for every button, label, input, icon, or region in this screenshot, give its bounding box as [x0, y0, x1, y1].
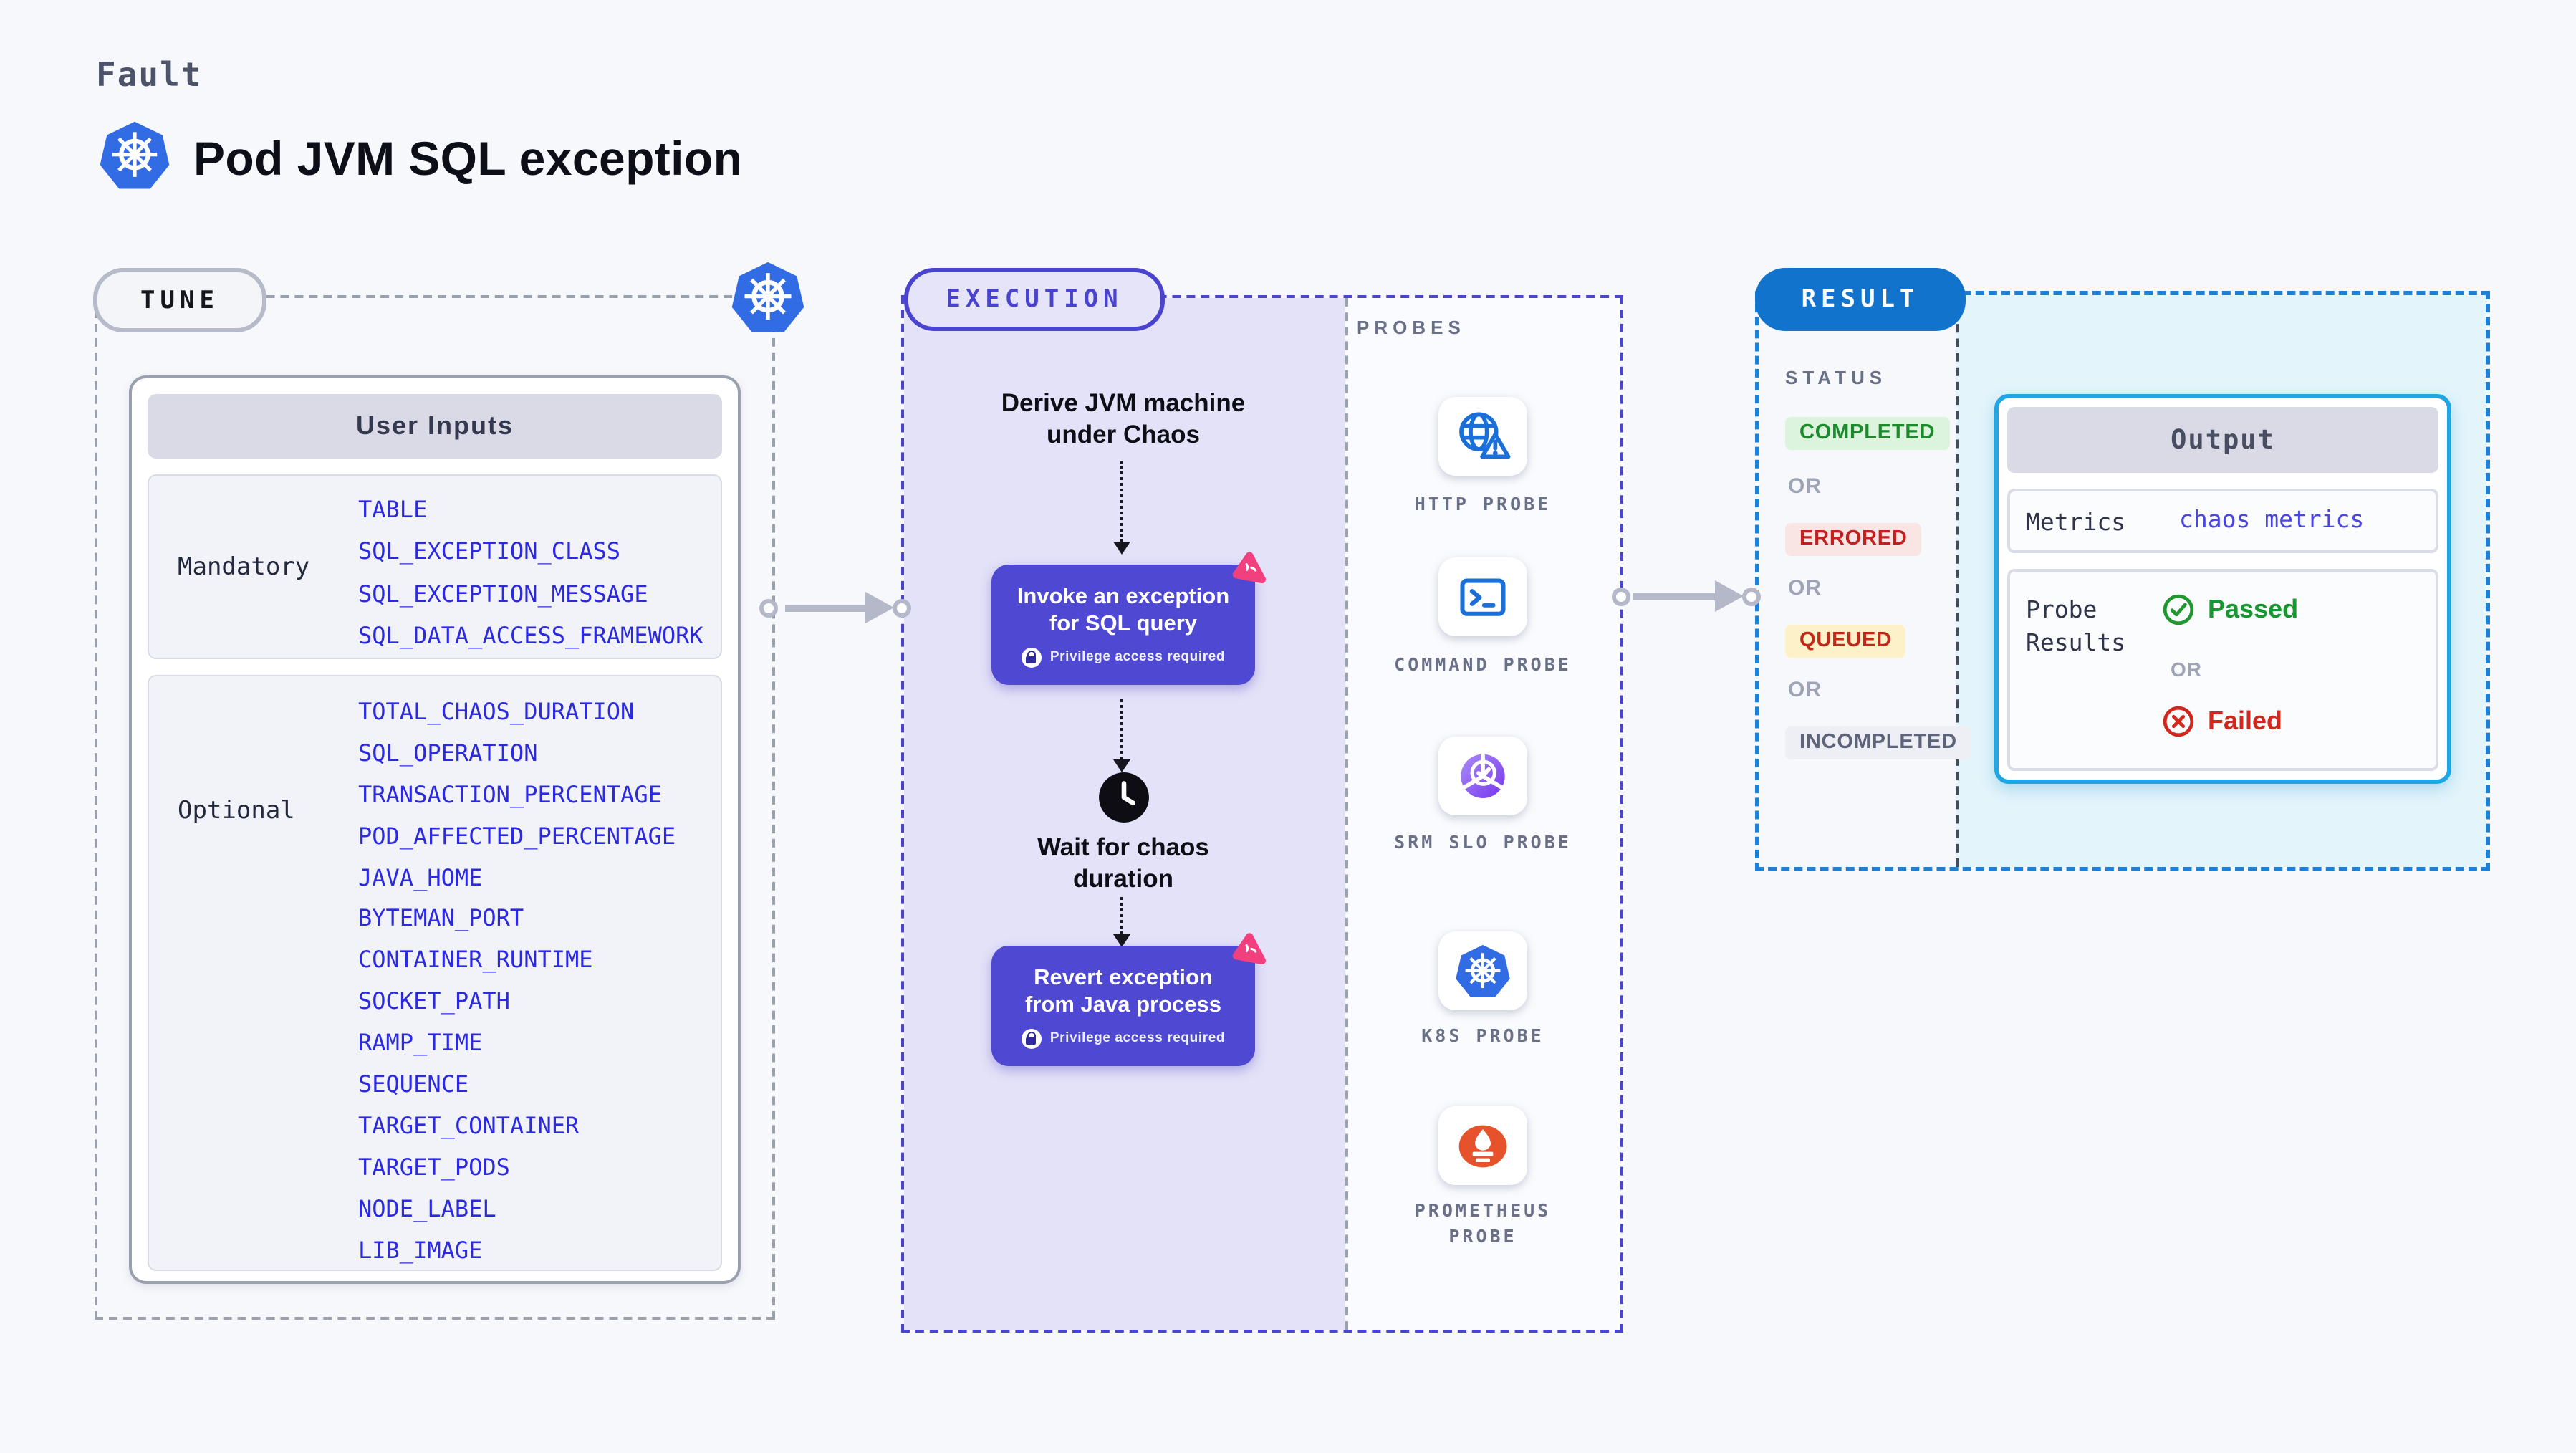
srm-slo-probe-card: [1438, 737, 1527, 815]
chaos-badge-icon: [1232, 552, 1266, 584]
probe-result-failed: Failed: [2162, 705, 2282, 738]
or-separator: OR: [1788, 576, 1822, 600]
mandatory-row: Mandatory TABLE SQL_EXCEPTION_CLASS SQL_…: [148, 474, 722, 659]
privilege-note: Privilege access required: [1021, 647, 1225, 667]
execution-pill: EXECUTION: [904, 268, 1165, 331]
http-probe-label: HTTP PROBE: [1414, 493, 1552, 514]
flow-arrow: [1112, 699, 1130, 772]
arrow-head: [865, 592, 894, 623]
param-link: SQL_EXCEPTION_CLASS: [358, 537, 621, 565]
param-link: SOCKET_PATH: [358, 987, 510, 1015]
kubernetes-icon: [1454, 943, 1512, 999]
param-link: LIB_IMAGE: [358, 1236, 483, 1264]
x-circle-icon: [2163, 706, 2194, 737]
or-separator: OR: [2171, 658, 2202, 681]
k8s-probe-label: K8S PROBE: [1421, 1025, 1544, 1046]
prometheus-probe-label: PROMETHEUS PROBE: [1414, 1199, 1552, 1246]
param-link: NODE_LABEL: [358, 1194, 496, 1222]
status-badge-completed: COMPLETED: [1785, 417, 1950, 450]
lock-icon: [1021, 647, 1042, 667]
tune-pill-label: TUNE: [140, 286, 219, 315]
param-link: SQL_EXCEPTION_MESSAGE: [358, 580, 648, 608]
srm-slo-probe-label: SRM SLO PROBE: [1394, 831, 1572, 853]
execution-pill-label: EXECUTION: [946, 285, 1123, 314]
status-label: STATUS: [1785, 367, 1888, 388]
result-pill: RESULT: [1755, 268, 1966, 331]
check-circle-icon: [2163, 594, 2194, 625]
command-probe-label: COMMAND PROBE: [1394, 653, 1572, 675]
kubernetes-icon: [729, 259, 807, 334]
command-probe-card: [1438, 557, 1527, 636]
privilege-note: Privilege access required: [1021, 1028, 1225, 1048]
page-title: Pod JVM SQL exception: [193, 132, 743, 185]
terminal-icon: [1460, 577, 1506, 615]
param-link: BYTEMAN_PORT: [358, 904, 524, 932]
user-inputs-header: User Inputs: [148, 394, 722, 459]
revert-exception-step: Revert exception from Java process Privi…: [991, 933, 1266, 1066]
metrics-row: Metrics chaos metrics: [2007, 489, 2438, 553]
output-card: Output Metrics chaos metrics Probe Resul…: [1994, 394, 2451, 784]
mandatory-params: TABLE SQL_EXCEPTION_CLASS SQL_EXCEPTION_…: [358, 489, 703, 656]
metrics-value-link: chaos metrics: [2179, 506, 2365, 533]
mandatory-label: Mandatory: [178, 553, 310, 582]
probe-results-row: Probe Results Passed OR Failed: [2007, 569, 2438, 771]
connector-node: [1742, 588, 1761, 606]
derive-step-label: Derive JVM machine under Chaos: [1001, 388, 1246, 448]
probe-result-passed: Passed: [2162, 593, 2298, 626]
tune-section: [95, 295, 775, 1320]
revert-step-title: Revert exception from Java process: [1025, 965, 1221, 1017]
param-link: RAMP_TIME: [358, 1029, 483, 1057]
flow-arrow: [1112, 461, 1130, 555]
kubernetes-icon: [97, 119, 172, 191]
param-link: POD_AFFECTED_PERCENTAGE: [358, 822, 676, 850]
execution-to-result-arrow: [1633, 593, 1722, 600]
prometheus-icon: [1458, 1124, 1507, 1167]
status-badge-queued: QUEUED: [1785, 625, 1906, 658]
optional-label: Optional: [178, 797, 295, 825]
param-link: TARGET_CONTAINER: [358, 1111, 580, 1139]
or-separator: OR: [1788, 474, 1822, 499]
connector-node: [1612, 588, 1630, 606]
param-link: TABLE: [358, 496, 428, 523]
status-badge-errored: ERRORED: [1785, 523, 1922, 556]
flow-arrow: [1112, 897, 1130, 947]
status-badge-incompleted: INCOMPLETED: [1785, 726, 1971, 759]
prometheus-probe-card: [1438, 1106, 1527, 1185]
optional-params: TOTAL_CHAOS_DURATION SQL_OPERATION TRANS…: [358, 692, 676, 1272]
wait-step-label: Wait for chaos duration: [1037, 833, 1209, 892]
globe-alert-icon: [1459, 411, 1511, 459]
k8s-probe-card: [1438, 931, 1527, 1010]
user-inputs-card: User Inputs Mandatory TABLE SQL_EXCEPTIO…: [129, 375, 741, 1284]
connector-node: [759, 599, 778, 618]
param-link: SEQUENCE: [358, 1070, 469, 1098]
param-link: SQL_DATA_ACCESS_FRAMEWORK: [358, 621, 703, 649]
lock-icon: [1021, 1028, 1042, 1048]
result-pill-label: RESULT: [1801, 285, 1920, 314]
slo-pie-icon: [1461, 753, 1505, 797]
metrics-label: Metrics: [2026, 509, 2126, 536]
arrow-head: [1715, 580, 1744, 612]
param-link: TOTAL_CHAOS_DURATION: [358, 698, 635, 725]
output-header: Output: [2007, 407, 2438, 473]
probe-results-label: Probe Results: [2026, 596, 2126, 656]
param-link: TRANSACTION_PERCENTAGE: [358, 780, 662, 808]
invoke-exception-step: Invoke an exception for SQL query Privil…: [991, 552, 1266, 685]
tune-to-execution-arrow: [785, 605, 874, 612]
param-link: CONTAINER_RUNTIME: [358, 946, 593, 974]
invoke-step-title: Invoke an exception for SQL query: [1017, 584, 1230, 636]
param-link: JAVA_HOME: [358, 863, 483, 891]
fault-eyebrow: Fault: [96, 57, 203, 95]
tune-pill: TUNE: [93, 268, 266, 332]
optional-row: Optional TOTAL_CHAOS_DURATION SQL_OPERAT…: [148, 675, 722, 1271]
param-link: TARGET_PODS: [358, 1153, 510, 1181]
probes-section-label: PROBES: [1357, 317, 1466, 338]
chaos-badge-icon: [1232, 933, 1266, 965]
or-separator: OR: [1788, 678, 1822, 702]
http-probe-card: [1438, 397, 1527, 476]
connector-node: [893, 599, 911, 618]
param-link: SQL_OPERATION: [358, 739, 538, 767]
clock-icon: [1099, 772, 1149, 823]
